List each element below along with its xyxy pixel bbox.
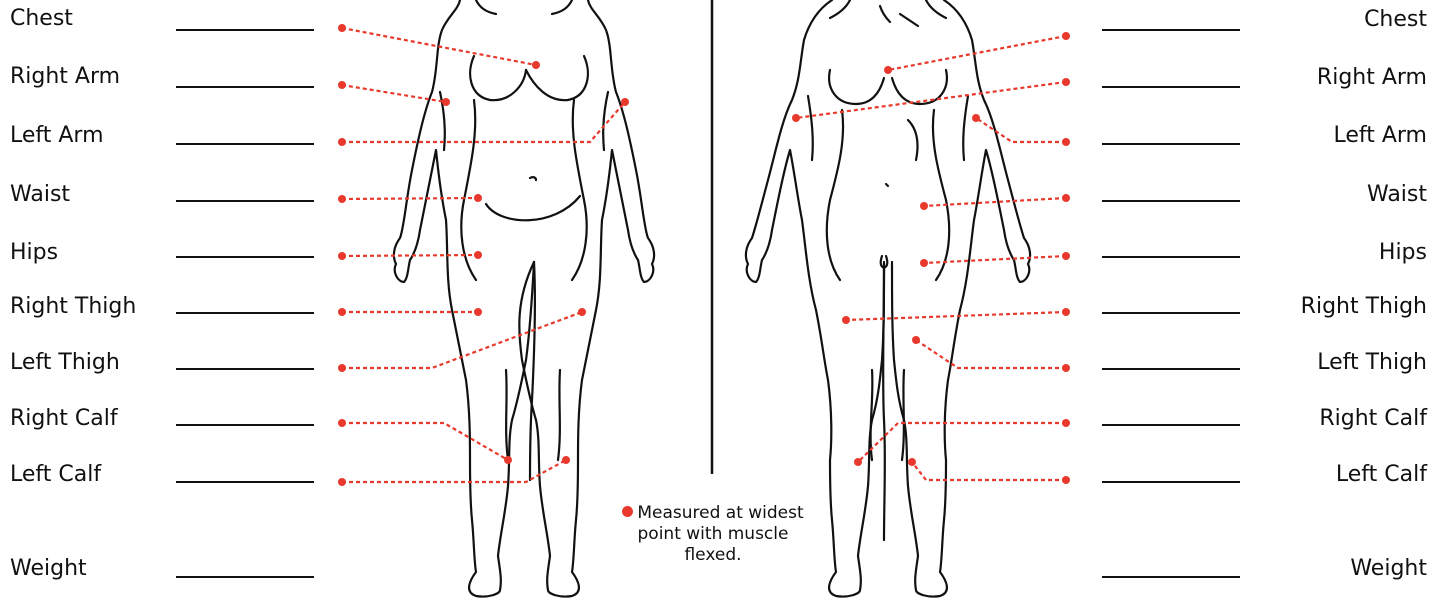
right-marker-dot-chest-start	[1062, 32, 1070, 40]
right-marker-dot-chest-end	[884, 66, 892, 74]
left-marker-dot-right-arm-start	[338, 81, 346, 89]
left-marker-dot-right-thigh-end	[474, 308, 482, 316]
left-connector-left-calf	[342, 460, 566, 482]
right-marker-dot-right-arm-start	[1062, 78, 1070, 86]
right-connector-right-thigh	[846, 312, 1066, 320]
left-marker-dot-chest-end	[532, 61, 540, 69]
left-marker-dot-hips-end	[474, 251, 482, 259]
left-marker-dot-waist-end	[474, 194, 482, 202]
left-connector-chest	[342, 28, 536, 65]
left-marker-dot-right-arm-end	[442, 98, 450, 106]
right-connector-left-thigh	[916, 340, 1066, 368]
right-marker-dot-right-calf-end	[854, 458, 862, 466]
right-marker-dot-left-calf-start	[1062, 476, 1070, 484]
left-marker-dot-right-thigh-start	[338, 308, 346, 316]
right-marker-dot-left-arm-end	[972, 114, 980, 122]
right-marker-dot-right-thigh-end	[842, 316, 850, 324]
note-text: Measured at widest point with muscle fle…	[637, 503, 803, 565]
left-marker-dot-chest-start	[338, 24, 346, 32]
left-marker-dot-left-calf-start	[338, 478, 346, 486]
right-marker-dot-right-arm-end	[792, 114, 800, 122]
right-connector-chest	[888, 36, 1066, 70]
right-connector-left-arm	[976, 118, 1066, 142]
left-connector-waist	[342, 198, 478, 199]
right-connector-right-arm	[796, 82, 1066, 118]
right-marker-dot-right-calf-start	[1062, 419, 1070, 427]
left-marker-dot-right-calf-start	[338, 419, 346, 427]
right-connector-left-calf	[912, 462, 1066, 480]
left-marker-dot-right-calf-end	[504, 456, 512, 464]
measurement-note: Measured at widest point with muscle fle…	[608, 503, 818, 566]
left-marker-dot-left-thigh-start	[338, 364, 346, 372]
right-marker-dot-hips-start	[1062, 252, 1070, 260]
red-dot-icon	[622, 506, 633, 517]
left-marker-dot-left-calf-end	[562, 456, 570, 464]
right-marker-dot-right-thigh-start	[1062, 308, 1070, 316]
right-connector-right-calf	[858, 423, 1066, 462]
left-connector-left-arm	[342, 102, 625, 142]
left-marker-dot-left-arm-end	[621, 98, 629, 106]
right-marker-dot-waist-start	[1062, 194, 1070, 202]
right-marker-dot-left-thigh-end	[912, 336, 920, 344]
right-marker-dot-left-arm-start	[1062, 138, 1070, 146]
right-marker-dot-left-thigh-start	[1062, 364, 1070, 372]
left-connector-hips	[342, 255, 478, 256]
left-marker-dot-hips-start	[338, 252, 346, 260]
right-marker-dot-waist-end	[920, 202, 928, 210]
right-marker-dot-hips-end	[920, 259, 928, 267]
left-marker-dot-left-arm-start	[338, 138, 346, 146]
left-marker-dot-waist-start	[338, 195, 346, 203]
left-marker-dot-left-thigh-end	[578, 308, 586, 316]
left-connector-right-calf	[342, 423, 508, 460]
right-marker-dot-left-calf-end	[908, 458, 916, 466]
